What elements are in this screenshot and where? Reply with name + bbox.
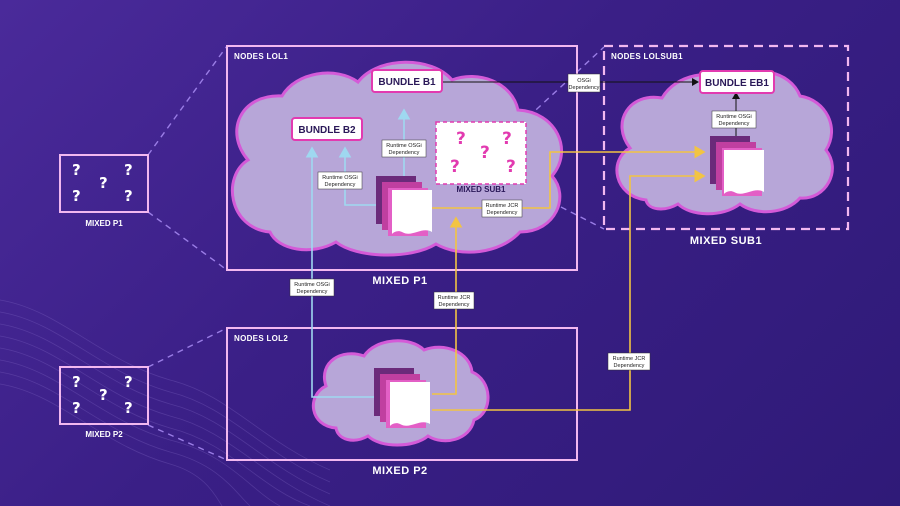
nodes-lol2-label: NODES LOL2 <box>234 334 288 343</box>
qm-2: ? <box>502 129 512 149</box>
dep-osgi-b1-eb1-l2: Dependency <box>569 85 600 91</box>
bundle-b2[interactable]: BUNDLE B2 <box>291 117 363 141</box>
nodes-lol1-label: NODES LOL1 <box>234 52 288 61</box>
zoom-connectors <box>147 45 605 461</box>
nodes-lol2-frame <box>226 327 578 461</box>
nodes-lolsub1-frame <box>602 44 850 231</box>
bundle-b1[interactable]: BUNDLE B1 <box>371 69 443 93</box>
p1-qm-4: ? <box>72 187 81 205</box>
p2-qm-2: ? <box>124 373 133 391</box>
dep-runtime-jcr-p2-sub-l2: Dependency <box>614 363 645 369</box>
dep-runtime-jcr-p2-sub: Runtime JCR Dependency <box>607 352 651 371</box>
p1-qm-2: ? <box>124 161 133 179</box>
bundle-eb1-label: BUNDLE EB1 <box>705 78 769 89</box>
nodes-lol1-group: NODES LOL1 MIXED P1 <box>226 45 578 287</box>
dep-runtime-osgi-b1-l1: Runtime OSGi <box>386 143 421 149</box>
dep-runtime-osgi-p2-l1: Runtime OSGi <box>294 282 329 288</box>
dep-runtime-osgi-eb1-l2: Dependency <box>719 121 750 127</box>
p1-qm-5: ? <box>124 187 133 205</box>
dep-runtime-jcr-p2-p1-l1: Runtime JCR <box>438 295 471 301</box>
bundle-b2-label: BUNDLE B2 <box>298 125 356 136</box>
nodes-lol1-frame <box>226 45 578 271</box>
background-waves <box>0 299 331 506</box>
bundle-eb1[interactable]: BUNDLE EB1 <box>699 70 775 94</box>
dep-runtime-jcr-p2-p1-l2: Dependency <box>439 302 470 308</box>
dep-runtime-osgi-b2: Runtime OSGi Dependency <box>317 171 363 190</box>
mixed-p1-caption: MIXED P1 <box>372 275 427 287</box>
dep-runtime-osgi-p2: Runtime OSGi Dependency <box>289 278 335 297</box>
mixed-sub1-placeholder: ? ? ? ? ? MIXED SUB1 <box>435 121 527 194</box>
dep-osgi-b1-eb1: OSGi Dependency <box>567 73 601 93</box>
mixed-sub1-caption: MIXED SUB1 <box>690 235 762 247</box>
p2-qm-1: ? <box>72 373 81 391</box>
dep-runtime-osgi-b1-l2: Dependency <box>389 150 420 156</box>
dep-runtime-jcr-p1-sub-l1: Runtime JCR <box>486 203 519 209</box>
dep-runtime-jcr-p1-sub-l2: Dependency <box>487 210 518 216</box>
p1-qm-3: ? <box>99 174 108 192</box>
side-box-p1: ? ? ? ? ? MIXED P1 <box>59 154 149 228</box>
p2-qm-5: ? <box>124 399 133 417</box>
cloud-p1 <box>230 60 563 257</box>
dep-runtime-jcr-p1-sub: Runtime JCR Dependency <box>481 199 523 218</box>
dep-runtime-osgi-eb1-l1: Runtime OSGi <box>716 114 751 120</box>
qm-5: ? <box>506 157 516 177</box>
side-box-p1-label: MIXED P1 <box>85 219 123 228</box>
dep-runtime-osgi-b1: Runtime OSGi Dependency <box>381 139 427 158</box>
p2-qm-3: ? <box>99 386 108 404</box>
document-stack-p2 <box>374 368 430 428</box>
qm-1: ? <box>456 129 466 149</box>
document-stack-p1 <box>376 176 432 236</box>
dep-runtime-osgi-b2-l1: Runtime OSGi <box>322 175 357 181</box>
side-box-p2: ? ? ? ? ? MIXED P2 <box>59 366 149 439</box>
qm-3: ? <box>480 143 490 163</box>
dep-runtime-osgi-b2-l2: Dependency <box>325 182 356 188</box>
p1-qm-1: ? <box>72 161 81 179</box>
nodes-lolsub1-label: NODES LOLSUB1 <box>611 52 683 61</box>
bundle-b1-label: BUNDLE B1 <box>378 77 436 88</box>
dep-runtime-jcr-p2-sub-l1: Runtime JCR <box>613 356 646 362</box>
mixed-p2-caption: MIXED P2 <box>372 465 427 477</box>
side-box-p2-label: MIXED P2 <box>85 430 123 439</box>
dep-osgi-b1-eb1-l1: OSGi <box>577 78 590 84</box>
dep-runtime-osgi-eb1: Runtime OSGi Dependency <box>711 110 757 129</box>
mixed-sub1-placeholder-label: MIXED SUB1 <box>457 185 506 194</box>
dep-runtime-jcr-p2-p1: Runtime JCR Dependency <box>433 291 475 310</box>
dep-runtime-osgi-p2-l2: Dependency <box>297 289 328 295</box>
qm-4: ? <box>450 157 460 177</box>
p2-qm-4: ? <box>72 399 81 417</box>
document-stack-sub1 <box>710 136 764 196</box>
